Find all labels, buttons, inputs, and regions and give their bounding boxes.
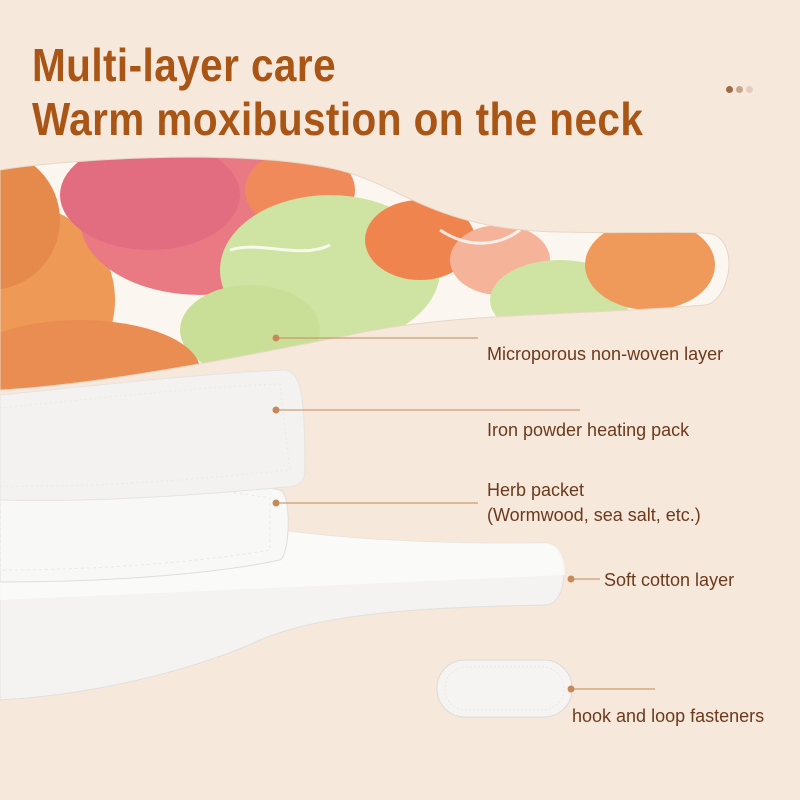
pagination-dot[interactable] xyxy=(736,86,743,93)
microporous-nonwoven-layer-shape xyxy=(0,156,730,391)
layer-label-soft-cotton: Soft cotton layer xyxy=(604,570,735,590)
layer-label-microporous: Microporous non-woven layer xyxy=(487,344,724,364)
layer-label-hook-and-loop: hook and loop fasteners xyxy=(572,706,765,726)
leader-dot xyxy=(272,499,280,507)
leader-lines xyxy=(272,334,655,693)
leader-dot xyxy=(567,575,575,583)
layer-label-herb-packet: Herb packet xyxy=(487,480,585,500)
headline-line-1: Multi-layer care xyxy=(32,39,337,91)
leader-dot xyxy=(272,334,280,342)
iron-powder-heating-pack-shape xyxy=(0,369,306,501)
leader-dot xyxy=(567,685,575,693)
headline-line-2: Warm moxibustion on the neck xyxy=(32,93,644,145)
pagination-dot-active[interactable] xyxy=(726,86,733,93)
layer-sublabel-herb-packet: (Wormwood, sea salt, etc.) xyxy=(487,505,701,525)
layer-label-iron-powder: Iron powder heating pack xyxy=(487,420,690,440)
pagination-dots[interactable] xyxy=(726,86,753,93)
leader-dot xyxy=(272,406,280,414)
pagination-dot[interactable] xyxy=(746,86,753,93)
hook-and-loop-fastener-shape xyxy=(436,659,573,718)
